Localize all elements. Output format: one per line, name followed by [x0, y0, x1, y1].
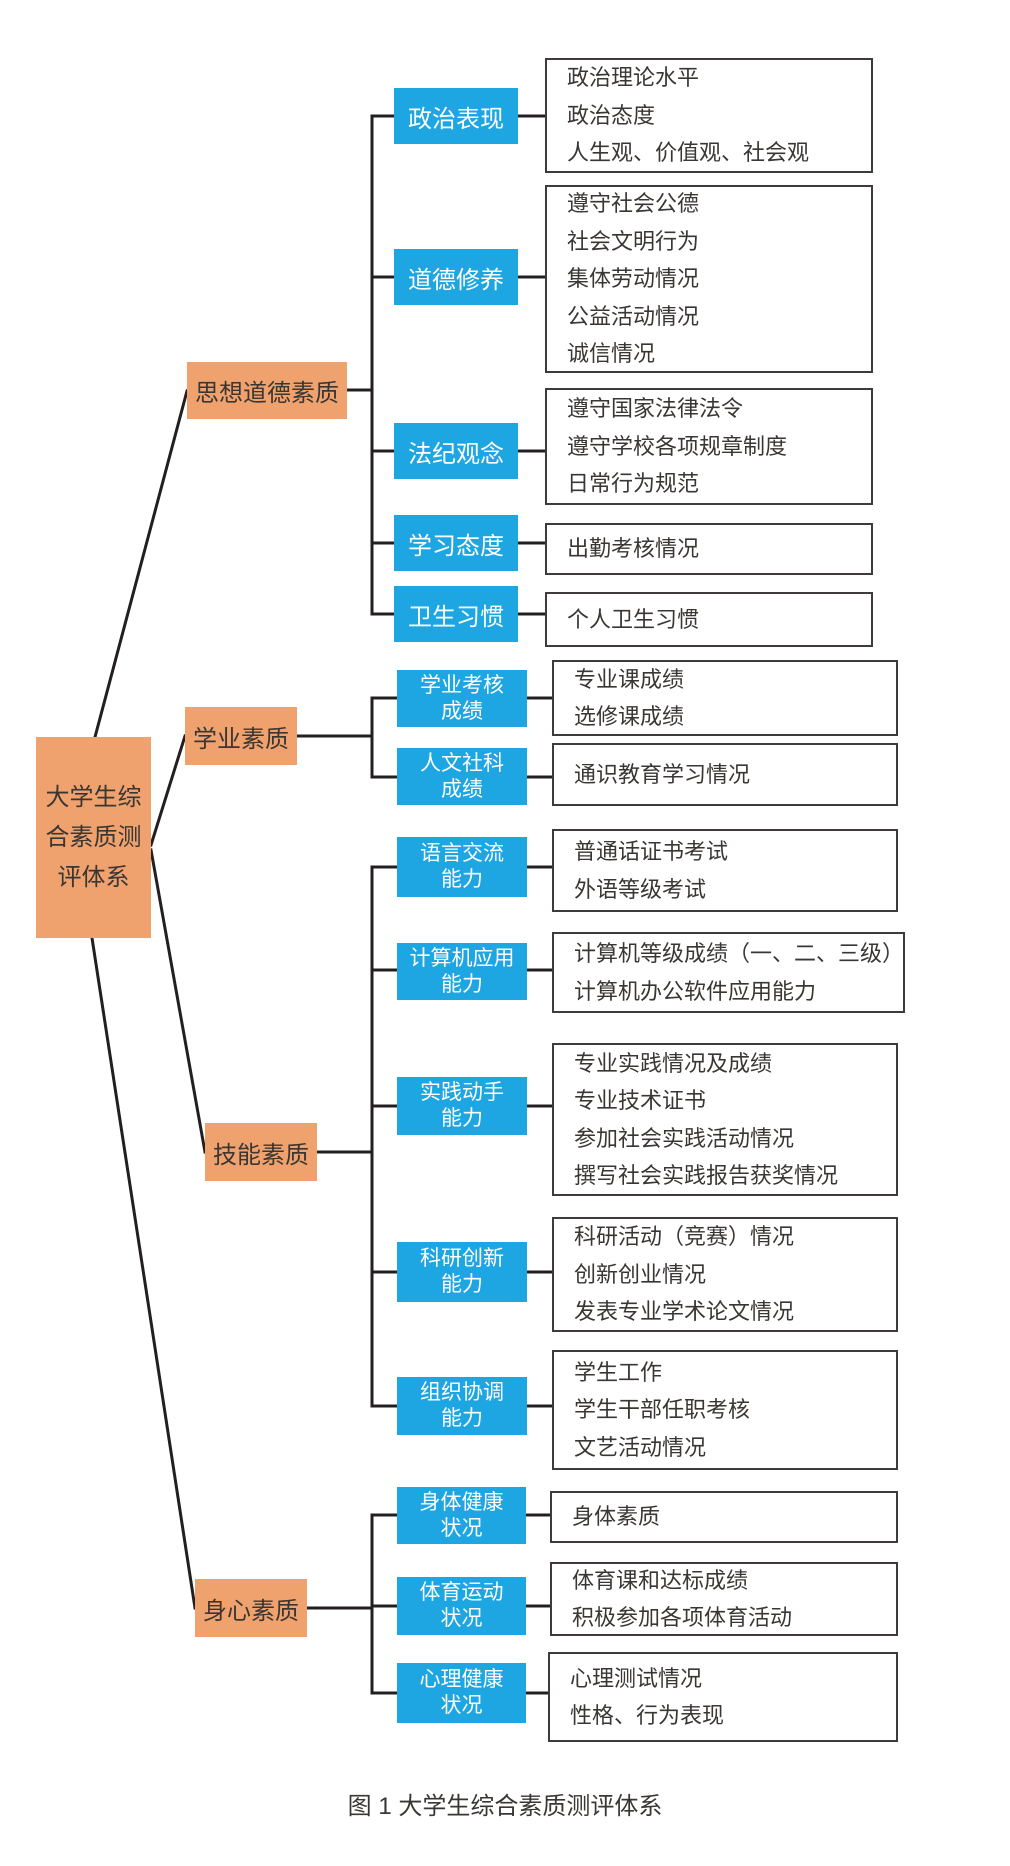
detail-box-practical-ability: 专业实践情况及成绩 专业技术证书 参加社会实践活动情况 撰写社会实践报告获奖情况 [552, 1043, 898, 1196]
detail-line: 专业实践情况及成绩 [574, 1050, 773, 1076]
leaf-node-moral-cultivation: 道德修养 [394, 249, 518, 305]
leaf-node-political-performance: 政治表现 [394, 88, 518, 144]
detail-box-academic-exam-score: 专业课成绩 选修课成绩 [552, 660, 898, 736]
detail-line: 普通话证书考试 [574, 839, 729, 864]
branch-node-ideological-moral-quality: 思想道德素质 [187, 362, 347, 419]
figure-caption: 图 1 大学生综合素质测评体系 [347, 1793, 663, 1820]
leaf-node-law-discipline: 法纪观念 [394, 423, 518, 479]
detail-line: 学生干部任职考核 [574, 1397, 751, 1423]
root-node: 大学生综 合素质测 评体系 [36, 737, 151, 938]
leaf-node-humanities-score: 人文社科 成绩 [397, 748, 527, 805]
branch-node-skill-quality: 技能素质 [205, 1123, 317, 1181]
detail-line: 创新创业情况 [574, 1261, 707, 1287]
detail-line: 性格、行为表现 [570, 1703, 725, 1728]
branch-node-physical-mental-quality: 身心素质 [195, 1579, 307, 1637]
leaf-node-hygiene-habit: 卫生习惯 [394, 586, 518, 642]
detail-line: 学生工作 [574, 1359, 663, 1385]
detail-line: 计算机等级成绩（一、二、三级） [574, 941, 905, 966]
detail-line: 社会文明行为 [567, 228, 700, 254]
detail-box-hygiene-habit: 个人卫生习惯 [545, 592, 873, 647]
detail-box-law-discipline: 遵守国家法律法令 遵守学校各项规章制度 日常行为规范 [545, 388, 873, 505]
leaf-node-study-attitude: 学习态度 [394, 515, 518, 571]
detail-box-mental-health: 心理测试情况 性格、行为表现 [548, 1652, 898, 1742]
detail-line: 心理测试情况 [570, 1665, 703, 1691]
detail-line: 诚信情况 [567, 341, 656, 367]
detail-line: 文艺活动情况 [574, 1434, 707, 1460]
detail-line: 参加社会实践活动情况 [574, 1125, 795, 1151]
leaf-node-organization-coordination: 组织协调 能力 [397, 1377, 527, 1435]
detail-line: 专业技术证书 [574, 1088, 707, 1113]
detail-line: 选修课成绩 [574, 704, 685, 729]
detail-box-physical-health: 身体素质 [550, 1491, 898, 1543]
detail-line: 个人卫生习惯 [567, 606, 700, 632]
detail-line: 外语等级考试 [574, 876, 707, 902]
detail-line: 积极参加各项体育活动 [572, 1605, 793, 1630]
detail-box-computer-application: 计算机等级成绩（一、二、三级） 计算机办公软件应用能力 [552, 932, 905, 1013]
detail-box-sports-activity: 体育课和达标成绩 积极参加各项体育活动 [550, 1562, 898, 1636]
branch-node-academic-quality: 学业素质 [185, 707, 297, 765]
detail-line: 科研活动（竞赛）情况 [574, 1224, 795, 1250]
detail-line: 政治态度 [567, 102, 656, 128]
detail-line: 政治理论水平 [567, 65, 700, 91]
detail-line: 计算机办公软件应用能力 [574, 978, 817, 1004]
detail-box-organization-coordination: 学生工作 学生干部任职考核 文艺活动情况 [552, 1350, 898, 1470]
detail-line: 通识教育学习情况 [574, 761, 751, 787]
detail-box-political-performance: 政治理论水平 政治态度 人生观、价值观、社会观 [545, 58, 873, 173]
leaf-node-computer-application: 计算机应用 能力 [397, 943, 527, 1000]
detail-line: 出勤考核情况 [567, 536, 700, 562]
leaf-node-mental-health: 心理健康 状况 [397, 1663, 526, 1723]
detail-line: 发表专业学术论文情况 [574, 1299, 795, 1325]
leaf-node-physical-health: 身体健康 状况 [397, 1487, 526, 1544]
detail-line: 专业课成绩 [574, 666, 685, 692]
detail-line: 身体素质 [572, 1504, 661, 1530]
detail-line: 集体劳动情况 [567, 266, 700, 292]
detail-box-moral-cultivation: 遵守社会公德 社会文明行为 集体劳动情况 公益活动情况 诚信情况 [545, 185, 873, 373]
detail-line: 公益活动情况 [567, 303, 700, 329]
leaf-node-research-innovation: 科研创新 能力 [397, 1242, 527, 1302]
leaf-node-practical-ability: 实践动手 能力 [397, 1077, 527, 1135]
detail-line: 体育课和达标成绩 [572, 1567, 749, 1593]
detail-box-humanities-score: 通识教育学习情况 [552, 743, 898, 806]
detail-line: 遵守社会公德 [567, 191, 700, 217]
detail-box-research-innovation: 科研活动（竞赛）情况 创新创业情况 发表专业学术论文情况 [552, 1217, 898, 1332]
leaf-node-academic-exam-score: 学业考核 成绩 [397, 670, 527, 727]
detail-line: 日常行为规范 [567, 471, 700, 497]
leaf-node-language-communication: 语言交流 能力 [397, 837, 527, 897]
detail-line: 人生观、价值观、社会观 [567, 140, 810, 166]
detail-line: 遵守国家法律法令 [567, 396, 744, 422]
detail-line: 撰写社会实践报告获奖情况 [574, 1163, 839, 1188]
leaf-node-sports-activity: 体育运动 状况 [397, 1577, 526, 1635]
detail-box-study-attitude: 出勤考核情况 [545, 523, 873, 575]
detail-line: 遵守学校各项规章制度 [567, 433, 788, 459]
detail-box-language-communication: 普通话证书考试 外语等级考试 [552, 829, 898, 912]
